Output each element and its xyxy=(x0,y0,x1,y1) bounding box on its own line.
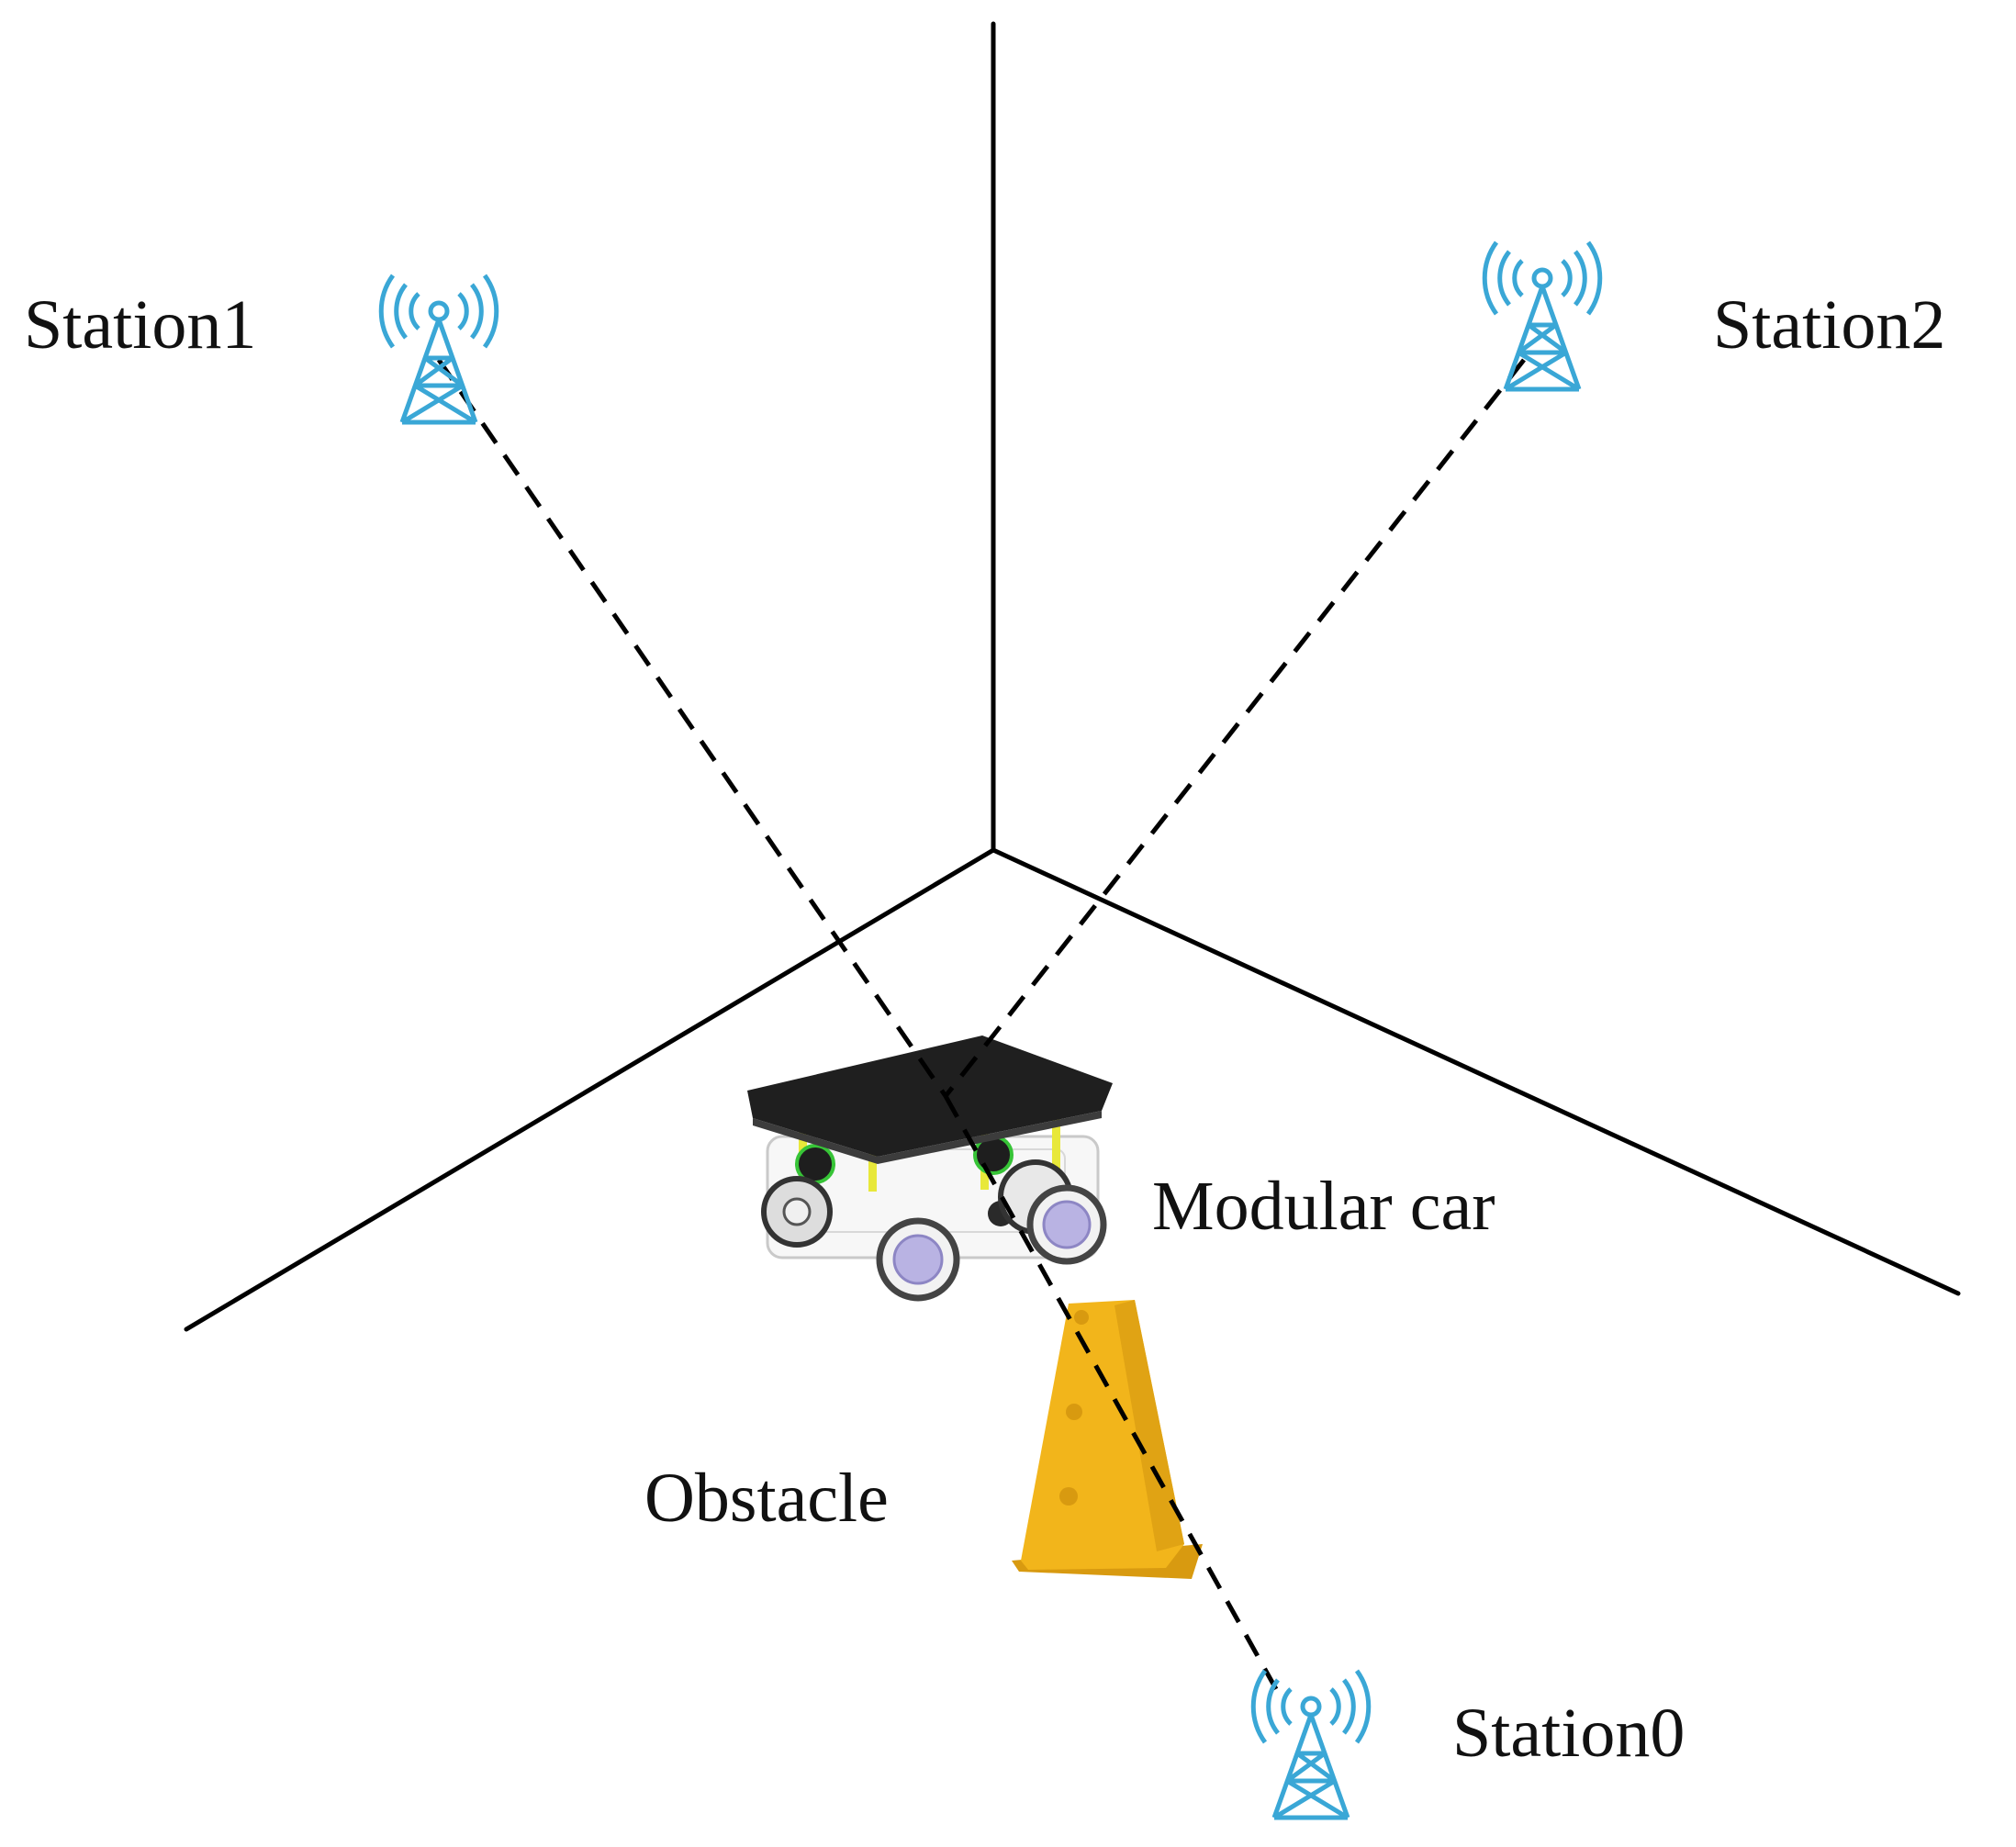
axis-right xyxy=(991,847,1961,1296)
station2-label: Station2 xyxy=(1713,286,1946,364)
modular-car-label: Modular car xyxy=(1152,1168,1495,1245)
obstacle-label: Obstacle xyxy=(644,1460,889,1537)
station0-label: Station0 xyxy=(1452,1695,1686,1772)
station1-label: Station1 xyxy=(24,286,257,364)
coordinate-axes xyxy=(184,21,1961,1332)
line-station2-to-car xyxy=(944,358,1526,1098)
axis-left xyxy=(184,847,996,1332)
obstacle-cone xyxy=(1012,1300,1203,1579)
modular-car-illustration xyxy=(747,1035,1113,1302)
ranging-lines xyxy=(436,358,1526,1691)
line-station1-to-car xyxy=(436,358,948,1098)
radio-tower-icon xyxy=(381,275,497,422)
radio-tower-icon xyxy=(1253,1671,1369,1818)
radio-tower-icon xyxy=(1484,242,1600,389)
